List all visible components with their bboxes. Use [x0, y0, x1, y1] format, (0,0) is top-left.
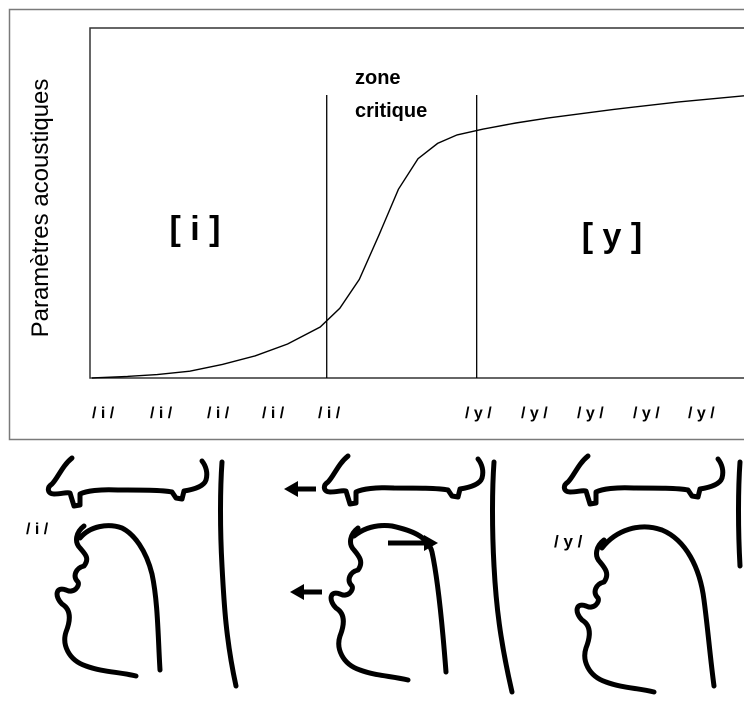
x-token-i: / i /	[262, 405, 285, 422]
x-token-y: / y /	[465, 405, 492, 422]
pharynx-wall	[490, 459, 515, 695]
x-token-y: / y /	[521, 405, 548, 422]
arrow-lips-forward-icon	[284, 481, 316, 497]
y-axis-label: Paramètres acoustiques	[27, 79, 54, 338]
x-token-i: / i /	[318, 405, 341, 422]
arrow-jaw-forward-icon	[290, 584, 322, 600]
arrow-tongue-back-icon	[388, 535, 438, 551]
x-tokens-left: / i / / i / / i / / i / / i /	[92, 405, 341, 422]
zone-label-line1: zone	[355, 67, 401, 89]
pharynx-wall	[218, 459, 239, 689]
pharynx-wall	[736, 459, 743, 569]
x-token-y: / y /	[688, 405, 715, 422]
lips-jaw-outline	[574, 537, 657, 695]
zone-label-line2: critique	[355, 100, 427, 122]
region-label-i: [ i ]	[170, 210, 221, 248]
palate-outline	[45, 455, 210, 509]
plot-frame	[89, 27, 744, 379]
vocal-tract-sketch-i	[45, 455, 239, 689]
vocal-tract-sketch-y	[561, 453, 743, 695]
lips-jaw-outline	[328, 525, 411, 683]
lips-jaw-outline	[54, 523, 139, 679]
sketch-label-y: / y /	[554, 532, 583, 551]
x-token-y: / y /	[633, 405, 660, 422]
sketch-label-i: / i /	[26, 521, 49, 538]
acoustic-curve	[91, 95, 744, 379]
outer-frame	[8, 8, 744, 441]
x-token-i: / i /	[92, 405, 115, 422]
x-token-i: / i /	[150, 405, 173, 422]
tongue-outline	[351, 523, 449, 675]
tongue-outline	[77, 523, 163, 673]
vocal-tract-sketch-transition	[321, 453, 515, 695]
palate-outline	[561, 453, 726, 507]
tongue-outline	[599, 524, 717, 689]
x-token-i: / i /	[207, 405, 230, 422]
x-token-y: / y /	[577, 405, 604, 422]
palate-outline	[321, 453, 486, 507]
region-label-y: [ y ]	[582, 217, 642, 255]
x-tokens-right: / y / / y / / y / / y / / y /	[465, 405, 715, 422]
